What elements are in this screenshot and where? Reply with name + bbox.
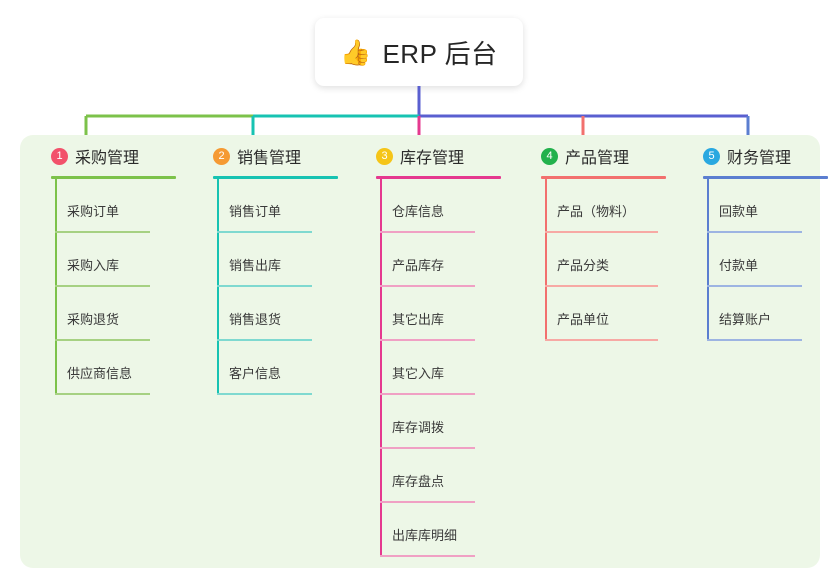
leaf-item-rule [217,231,312,233]
leaf-item-rule [380,447,475,449]
content-panel [20,135,820,568]
leaf-item-label[interactable]: 付款单 [719,258,759,273]
leaf-item-label[interactable]: 销售出库 [229,258,282,273]
branch-header-label: 库存管理 [400,150,465,167]
branch-header-2[interactable]: 2 销售管理 [195,135,355,177]
leaf-item-rule [55,339,150,341]
leaf-item-label[interactable]: 出库库明细 [392,528,458,543]
leaf-item-label[interactable]: 客户信息 [229,366,282,381]
leaf-item-rule [380,285,475,287]
branch-column-4: 4 产品管理产品（物料） 产品分类产品单位 [523,135,683,341]
branch-column-3: 3 库存管理仓库信息产品库存其它出库其它入库库存调拨库存盘点出库库明细 [358,135,518,557]
leaf-item-rule [217,285,312,287]
leaf-item-rule [380,501,475,503]
leaf-item-label[interactable]: 产品库存 [392,258,445,273]
leaf-item-rule [707,231,802,233]
leaf-item-rule [545,339,658,341]
branch-header-rule [703,176,828,179]
branch-header-label: 产品管理 [565,150,630,167]
branch-number-badge: 1 [51,147,68,165]
leaf-item-label[interactable]: 销售退货 [229,312,282,327]
leaf-item-rule [707,339,802,341]
branch-spine [545,179,547,339]
branch-number-badge: 3 [376,147,393,165]
branch-spine [707,179,709,339]
leaf-item-label[interactable]: 采购入库 [67,258,120,273]
leaf-item-label[interactable]: 其它出库 [392,312,445,327]
leaf-item-rule [55,231,150,233]
leaf-item-rule [707,285,802,287]
leaf-item-label[interactable]: 产品（物料） [557,204,636,219]
branch-header-4[interactable]: 4 产品管理 [523,135,683,177]
branch-header-rule [51,176,176,179]
leaf-item-label[interactable]: 回款单 [719,204,759,219]
branch-column-2: 2 销售管理销售订单销售出库销售退货客户信息 [195,135,355,395]
leaf-item-label[interactable]: 销售订单 [229,204,282,219]
branch-header-5[interactable]: 5 财务管理 [685,135,839,177]
leaf-item-label[interactable]: 产品分类 [557,258,610,273]
branch-columns: 1 采购管理采购订单采购入库采购退货供应商信息 2 销售管理销售订单销售出库销售退货客… [20,135,828,568]
leaf-item-label[interactable]: 仓库信息 [392,204,445,219]
branch-header-rule [541,176,666,179]
leaf-item-rule [380,393,475,395]
leaf-item-rule [55,285,150,287]
leaf-item-label[interactable]: 采购退货 [67,312,120,327]
leaf-item-rule [217,393,312,395]
leaf-item-label[interactable]: 库存调拨 [392,420,445,435]
leaf-item-label[interactable]: 其它入库 [392,366,445,381]
leaf-item-rule [55,393,150,395]
leaf-item-label[interactable]: 库存盘点 [392,474,445,489]
root-node-card[interactable]: 👍 ERP 后台 [315,18,523,86]
branch-column-1: 1 采购管理采购订单采购入库采购退货供应商信息 [33,135,193,395]
leaf-item-rule [380,555,475,557]
leaf-item-rule [217,339,312,341]
branch-header-label: 采购管理 [75,150,140,167]
branch-header-rule [376,176,501,179]
branch-spine [380,179,382,555]
branch-header-label: 销售管理 [237,150,302,167]
branch-column-5: 5 财务管理回款单付款单结算账户 [685,135,839,341]
leaf-item-rule [545,285,658,287]
leaf-item-rule [380,231,475,233]
root-node-title: ERP 后台 [382,38,498,69]
leaf-item-rule [545,231,658,233]
thumbs-up-icon: 👍 [340,37,372,67]
branch-header-1[interactable]: 1 采购管理 [33,135,193,177]
leaf-item-label[interactable]: 结算账户 [719,312,772,327]
branch-number-badge: 2 [213,147,230,165]
leaf-item-label[interactable]: 供应商信息 [67,366,133,381]
branch-header-label: 财务管理 [727,150,792,167]
leaf-item-label[interactable]: 采购订单 [67,204,120,219]
branch-header-3[interactable]: 3 库存管理 [358,135,518,177]
leaf-item-rule [380,339,475,341]
branch-number-badge: 5 [703,147,720,165]
leaf-item-label[interactable]: 产品单位 [557,312,610,327]
branch-number-badge: 4 [541,147,558,165]
branch-header-rule [213,176,338,179]
